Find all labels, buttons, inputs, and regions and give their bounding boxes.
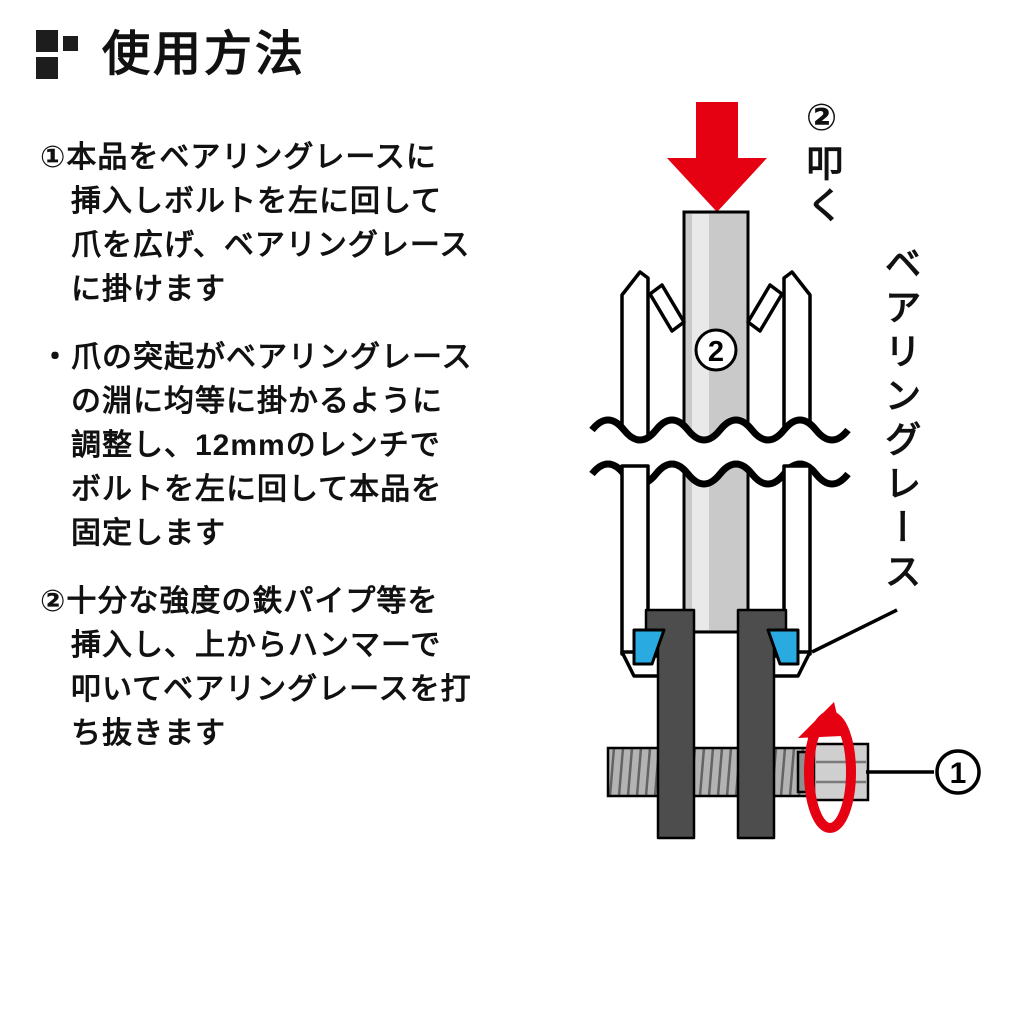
arm-left (620, 464, 650, 656)
bearing-race-left (632, 628, 666, 666)
instruction-line: ・爪の突起がベアリングレース (40, 341, 473, 374)
claw-hook-right (746, 283, 784, 333)
inner-claw-arms (644, 608, 788, 840)
instruction-line: 爪を広げ、ベアリングレース (71, 229, 471, 262)
instruction-line: ②十分な強度の鉄パイプ等を (40, 585, 439, 618)
hit-label: ②叩く (801, 96, 842, 228)
checker-square (63, 36, 78, 51)
instruction-line: 挿入しボルトを左に回して (71, 185, 443, 218)
down-arrow-icon (667, 102, 767, 212)
bolt-thread (606, 746, 814, 798)
step-1-badge (935, 749, 981, 795)
header: 使用方法 (36, 30, 306, 80)
rotation-arrow-icon (798, 702, 856, 833)
callout-bolt: 1 (866, 749, 981, 795)
bolt (606, 746, 814, 798)
bearing-race (632, 628, 800, 666)
instruction-step-1: ①本品をベアリングレースに 挿入しボルトを左に回して 爪を広げ、ベアリングレース… (40, 136, 585, 312)
instruction-line: ①本品をベアリングレースに (40, 141, 437, 174)
instruction-line: 叩いてベアリングレースを打 (71, 673, 472, 706)
instruction-note: ・爪の突起がベアリングレース の淵に均等に掛かるように 調整し、12mmのレンチ… (40, 336, 585, 556)
arm-right (782, 464, 812, 656)
bearing-race-leader-line (811, 608, 898, 654)
instruction-line: 調整し、12mmのレンチで (71, 429, 441, 462)
instruction-line: に掛けます (71, 273, 226, 306)
instruction-line: ボルトを左に回して本品を (71, 473, 443, 506)
page-title: 使用方法 (102, 28, 307, 81)
instruction-step-2: ②十分な強度の鉄パイプ等を 挿入し、上からハンマーで 叩いてベアリングレースを打… (40, 580, 585, 756)
instruction-line: の淵に均等に掛かるように (71, 385, 443, 418)
bearing-race-right (766, 628, 800, 666)
step-1-number: 1 (950, 757, 967, 790)
instruction-line: 挿入し、上からハンマーで (71, 629, 442, 662)
instruction-line: ち抜きます (71, 717, 226, 750)
pipe-step-badge: 2 (694, 328, 738, 372)
claw-strip-left (620, 270, 650, 454)
instruction-line: 固定します (71, 517, 226, 550)
step-2-badge (694, 328, 738, 372)
claw-hook-left (648, 283, 686, 333)
checker-square (36, 57, 58, 79)
checker-square (36, 30, 58, 52)
instruction-text: ①本品をベアリングレースに 挿入しボルトを左に回して 爪を広げ、ベアリングレース… (40, 136, 585, 780)
bearing-race-label: ベアリングレース (879, 244, 920, 596)
hex-head (812, 742, 870, 802)
checker-logo-icon (36, 30, 86, 80)
step-2-number: 2 (708, 336, 724, 368)
